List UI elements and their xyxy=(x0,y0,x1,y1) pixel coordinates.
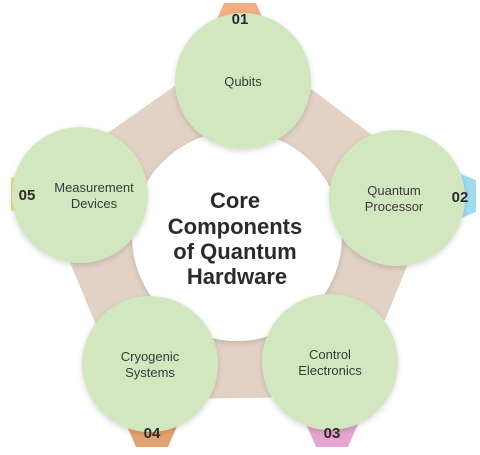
node-circle-cryogenic-systems xyxy=(82,296,218,432)
node-number: 03 xyxy=(324,425,341,442)
node-label-line: Systems xyxy=(125,365,175,380)
center-title-line-2: Components xyxy=(168,214,302,239)
node-label-line: Qubits xyxy=(224,74,262,89)
node-number: 04 xyxy=(144,425,161,442)
node-circle-qubits xyxy=(175,13,311,149)
node-label-qubits: Qubits xyxy=(224,74,262,89)
center-title: Core Components of Quantum Hardware xyxy=(168,188,306,289)
node-qubits: Qubits 01 xyxy=(175,3,311,149)
node-circle-quantum-processor xyxy=(329,130,465,266)
center-title-line-3: of Quantum xyxy=(173,239,296,264)
center-title-line-1: Core xyxy=(210,188,260,213)
node-label-line: Quantum xyxy=(367,183,420,198)
node-label-line: Devices xyxy=(71,196,118,211)
node-number: 01 xyxy=(232,11,249,28)
node-label-line: Electronics xyxy=(298,363,362,378)
center-circle xyxy=(132,131,342,341)
node-label-line: Measurement xyxy=(54,180,134,195)
node-label-line: Processor xyxy=(365,199,424,214)
node-label-line: Control xyxy=(309,347,351,362)
node-circle-control-electronics xyxy=(262,294,398,430)
node-number: 02 xyxy=(452,189,469,206)
node-number: 05 xyxy=(19,187,36,204)
node-circle-measurement-devices xyxy=(12,127,148,263)
center-title-line-4: Hardware xyxy=(187,264,287,289)
node-label-line: Cryogenic xyxy=(121,349,180,364)
